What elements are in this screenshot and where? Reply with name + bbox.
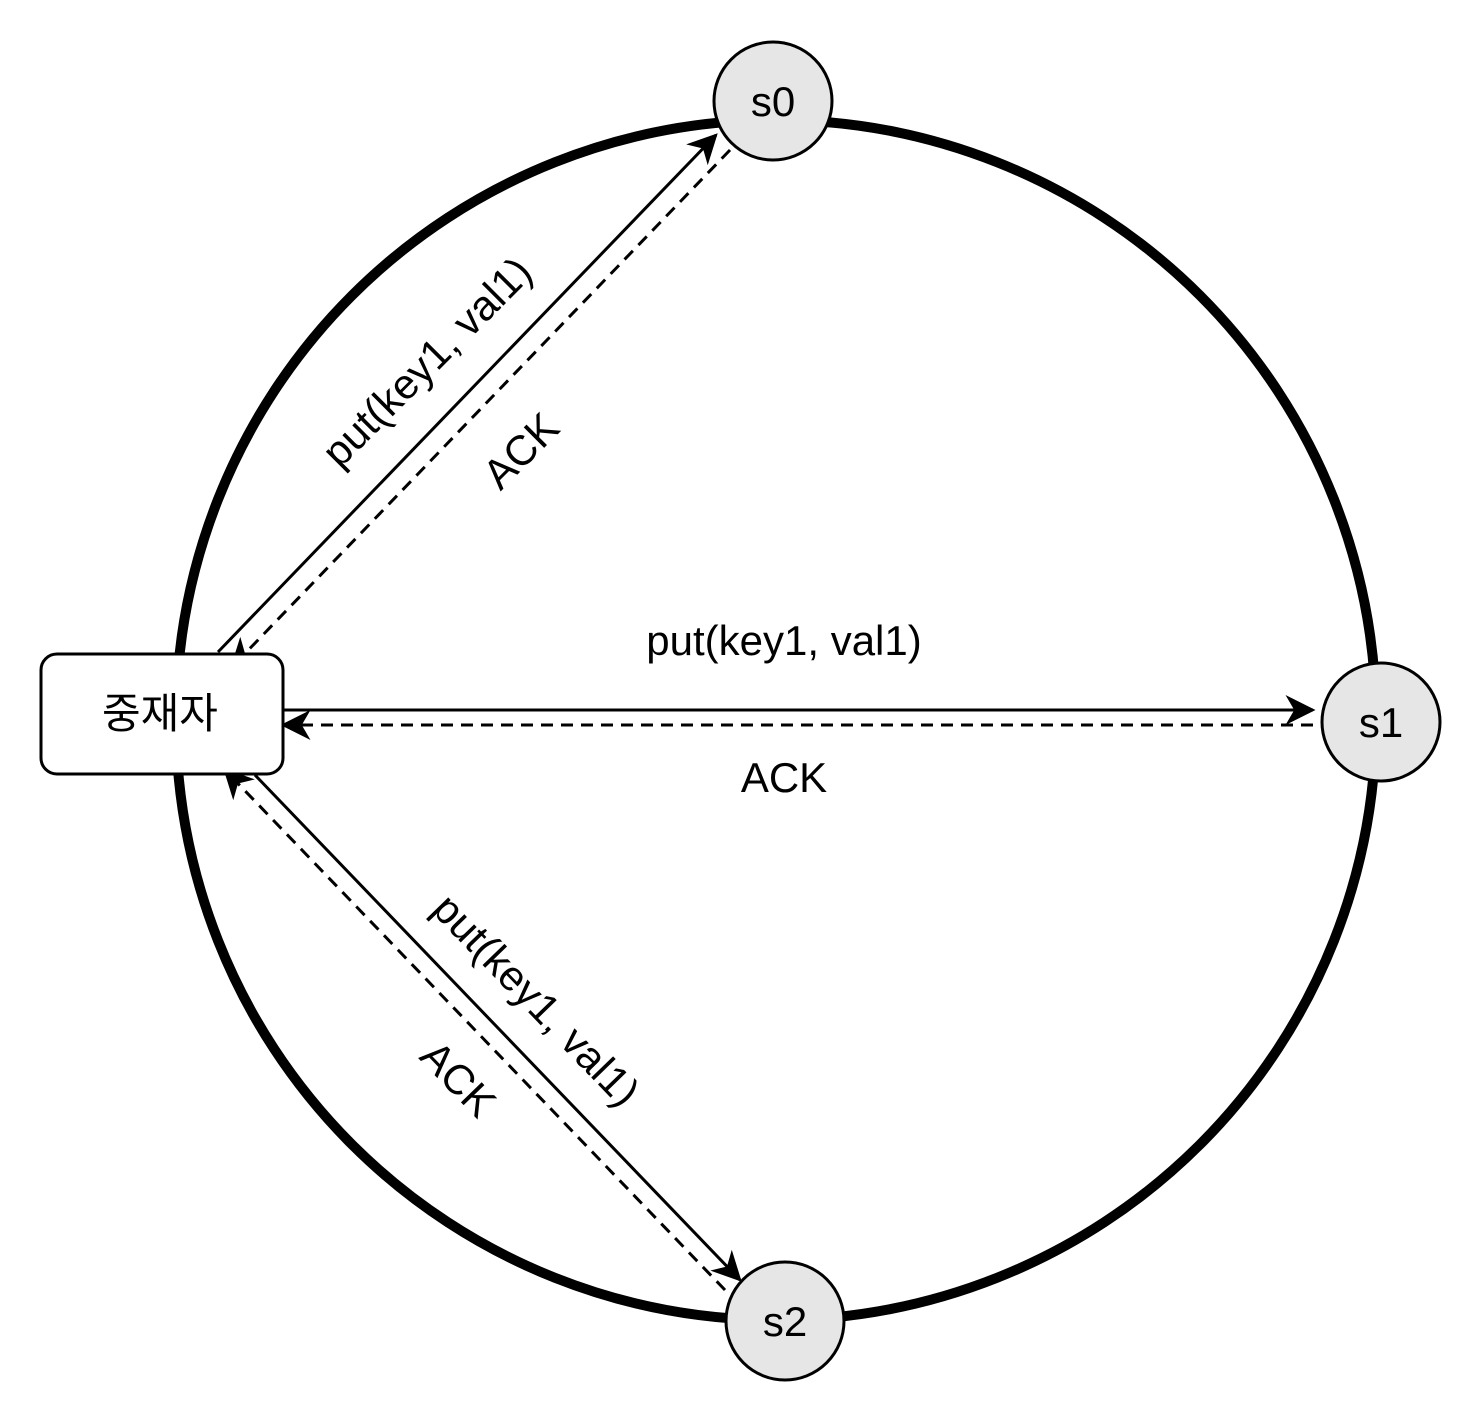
ack-label-s2: ACK (412, 1032, 506, 1127)
server-label-s2: s2 (763, 1298, 807, 1345)
coordinator-box (39, 652, 285, 776)
server-node-s2[interactable]: s2 (724, 1260, 846, 1382)
server-circle-s2 (724, 1260, 846, 1382)
request-arrow-s2 (253, 773, 742, 1282)
ack-arrow-s2 (223, 768, 727, 1292)
coordinator-label: 중재자 (102, 689, 218, 738)
ack-label-s1: ACK (741, 754, 827, 801)
ack-label-s0: ACK (474, 404, 568, 498)
server-node-s1[interactable]: s1 (1320, 661, 1442, 783)
hash-ring (171, 115, 1381, 1325)
server-node-s0[interactable]: s0 (712, 40, 834, 162)
request-label-s1: put(key1, val1) (646, 617, 921, 664)
server-circle-s0 (712, 40, 834, 162)
server-label-s0: s0 (751, 78, 795, 125)
request-arrow-s0 (216, 133, 718, 654)
ack-arrow-s0 (230, 148, 732, 669)
coordinator-node[interactable]: 중재자 (39, 652, 285, 776)
server-label-s1: s1 (1359, 699, 1403, 746)
server-circle-s1 (1320, 661, 1442, 783)
